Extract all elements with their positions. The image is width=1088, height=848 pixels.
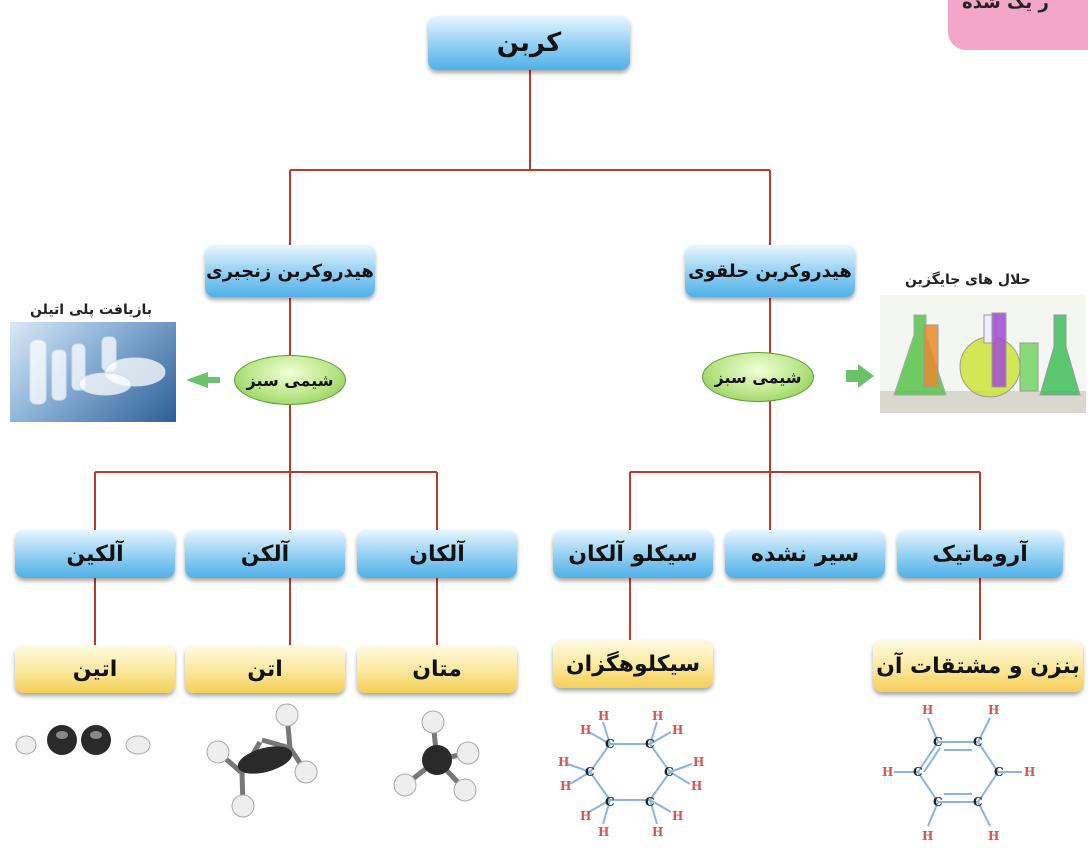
recycling-caption: بازیافت پلی اتیلن bbox=[30, 302, 153, 318]
cyclohexane-hydrogen-label: H bbox=[558, 755, 569, 769]
cyclohexane-box: سیکلوهگزان bbox=[553, 640, 713, 688]
cyclohexane-carbon-label: C bbox=[605, 795, 615, 809]
cyclohexane-hydrogen-label: H bbox=[598, 825, 609, 839]
chain-hydrocarbon-box: هیدروکربن زنجیری bbox=[205, 245, 375, 297]
left-arrow-icon bbox=[186, 372, 220, 388]
benzene-hydrogen-label: H bbox=[988, 703, 999, 717]
alkyne-box: آلکین bbox=[15, 530, 175, 578]
ethene-model-icon bbox=[206, 703, 318, 818]
cycloalkane-box: سیکلو آلکان bbox=[553, 530, 713, 578]
corner-tab bbox=[948, 0, 1088, 50]
cyclohexane-carbon-label: C bbox=[664, 765, 674, 779]
cyclohexane-carbon-label: C bbox=[585, 765, 595, 779]
benzene-carbon-label: C bbox=[913, 765, 923, 779]
methane-model-icon bbox=[393, 710, 480, 802]
corner-tab-label: ر یک شده bbox=[962, 0, 1049, 13]
cyclohexane-hydrogen-label: H bbox=[560, 779, 571, 793]
benzene-hydrogen-label: H bbox=[922, 703, 933, 717]
cyclohexane-hydrogen-label: H bbox=[672, 809, 683, 823]
green-chemistry-left-oval: شیمی سبز bbox=[234, 355, 346, 405]
benzene-hydrogen-label: H bbox=[1024, 765, 1035, 779]
benzene-hydrogen-label: H bbox=[882, 765, 893, 779]
methane-box: متان bbox=[357, 645, 517, 693]
benzene-box: بنزن و مشتقات آن bbox=[873, 640, 1083, 692]
cyclohexane-carbon-label: C bbox=[605, 737, 615, 751]
ethyne-model-icon bbox=[15, 725, 151, 755]
alkane-box: آلکان bbox=[357, 530, 517, 578]
ring-hydrocarbon-box: هیدروکربن حلقوی bbox=[685, 245, 855, 297]
cyclohexane-structure-icon bbox=[567, 721, 693, 825]
cyclohexane-hydrogen-label: H bbox=[580, 809, 591, 823]
cyclohexane-hydrogen-label: H bbox=[598, 709, 609, 723]
solvents-caption: حلال های جایگزین bbox=[905, 272, 1031, 288]
cyclohexane-hydrogen-label: H bbox=[691, 779, 702, 793]
root-carbon-box: کربن bbox=[428, 16, 630, 70]
benzene-carbon-label: C bbox=[973, 795, 983, 809]
cyclohexane-hydrogen-label: H bbox=[693, 755, 704, 769]
cyclohexane-hydrogen-label: H bbox=[652, 709, 663, 723]
cyclohexane-carbon-label: C bbox=[645, 795, 655, 809]
benzene-hydrogen-label: H bbox=[988, 829, 999, 843]
ethyne-box: اتین bbox=[15, 645, 175, 693]
benzene-hydrogen-label: H bbox=[922, 829, 933, 843]
ethene-box: اتن bbox=[185, 645, 345, 693]
saturated-box: سیر نشده bbox=[725, 530, 885, 578]
cyclohexane-hydrogen-label: H bbox=[652, 825, 663, 839]
alkene-box: آلکن bbox=[185, 530, 345, 578]
cyclohexane-hydrogen-label: H bbox=[672, 723, 683, 737]
benzene-carbon-label: C bbox=[973, 735, 983, 749]
benzene-structure-icon bbox=[894, 717, 1022, 827]
green-chemistry-right-oval: شیمی سبز bbox=[702, 352, 814, 402]
cyclohexane-hydrogen-label: H bbox=[580, 723, 591, 737]
aromatic-box: آروماتیک bbox=[897, 530, 1063, 578]
benzene-carbon-label: C bbox=[933, 795, 943, 809]
alternative-solvents-image bbox=[880, 295, 1086, 413]
cyclohexane-carbon-label: C bbox=[645, 737, 655, 751]
right-arrow-icon bbox=[846, 364, 874, 388]
benzene-carbon-label: C bbox=[994, 765, 1004, 779]
polyethylene-recycling-image bbox=[10, 322, 176, 422]
benzene-carbon-label: C bbox=[933, 735, 943, 749]
